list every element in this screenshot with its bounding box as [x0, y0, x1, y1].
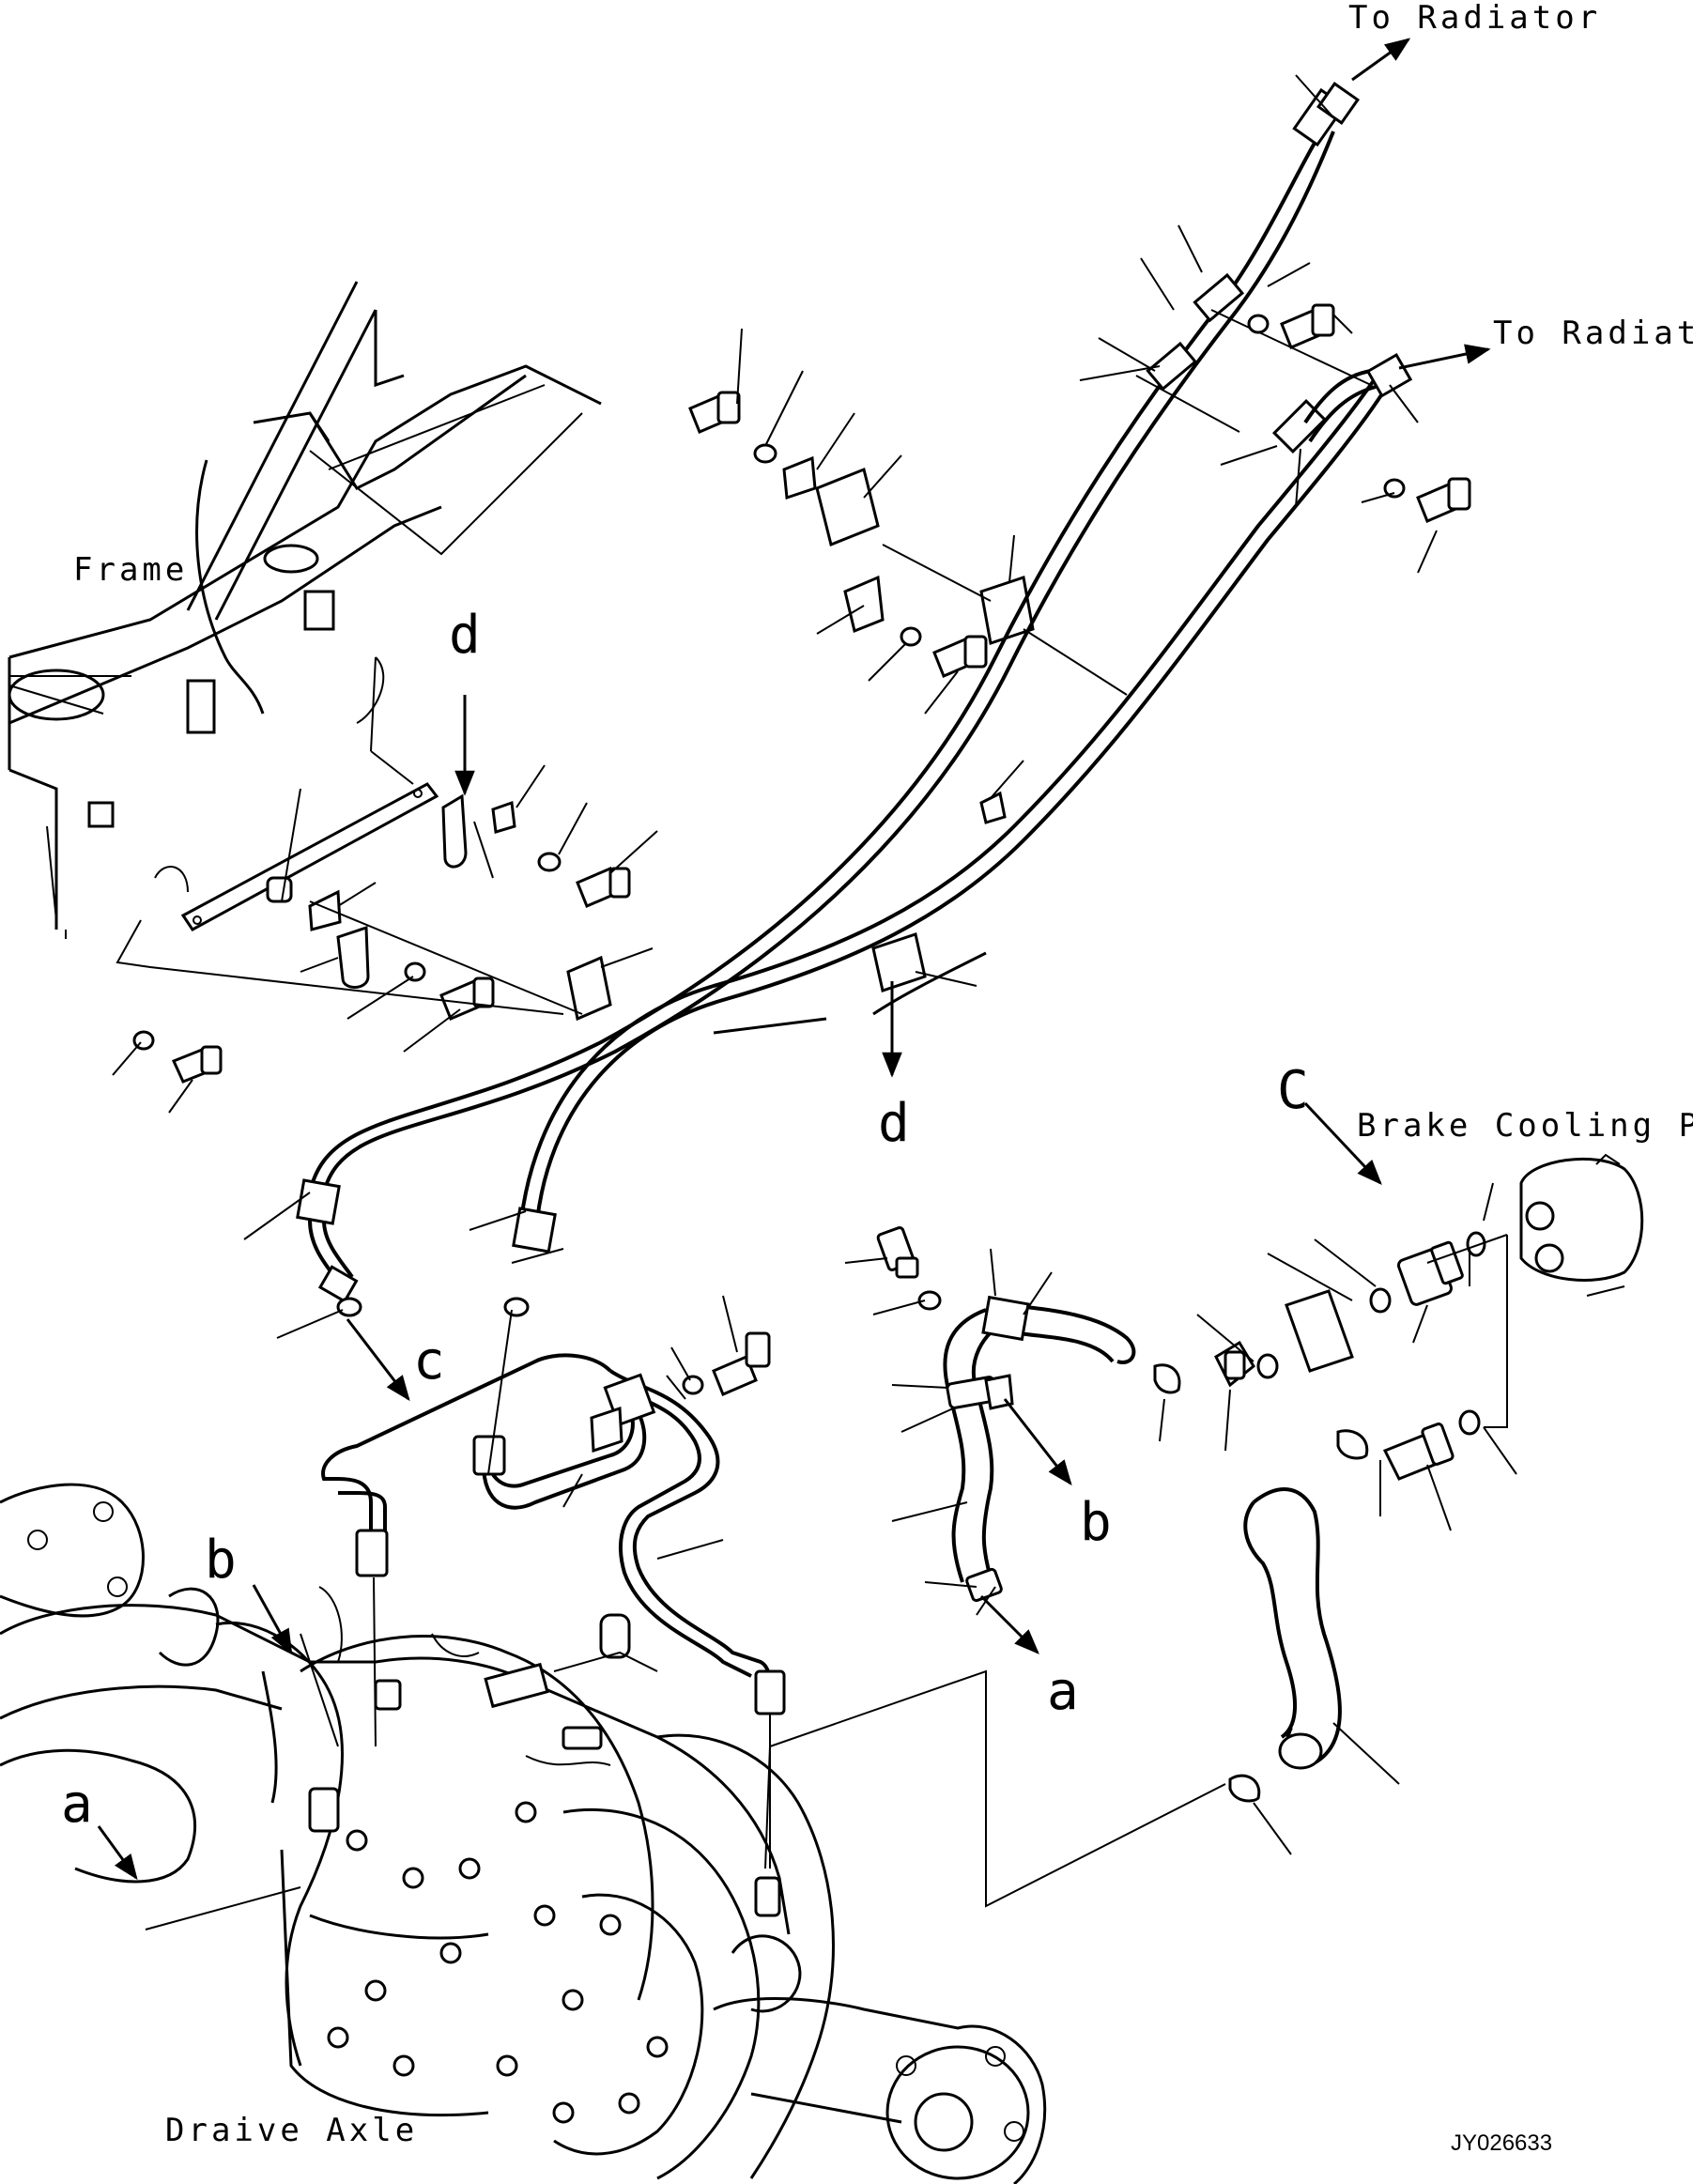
pump-coupling: [1285, 1289, 1354, 1373]
drive-axle-label: Draive Axle: [165, 2112, 418, 2149]
bracket-assembly: [112, 750, 977, 1114]
center-hose-assembly: [844, 1226, 1136, 1616]
radiator-hose-upper: [296, 82, 1360, 1303]
tube-fitting-left: [355, 1529, 389, 1577]
to-radiator-right-label: To Radiator: [1493, 315, 1693, 352]
view-ref-b-right: b: [1080, 1492, 1112, 1553]
view-ref-a-left: a: [61, 1774, 93, 1835]
frame-structure: [8, 281, 602, 939]
to-radiator-top-label: To Radiator: [1348, 0, 1601, 37]
drive-axle: [0, 1483, 1047, 2184]
brake-cooling-pump-group: [764, 1153, 1644, 1908]
frame-label: Frame: [73, 551, 188, 589]
brake-cooling-pump-label: Brake Cooling Pump: [1357, 1107, 1693, 1145]
view-ref-c-lower: c: [413, 1330, 445, 1392]
radiator-washer-lower: [1383, 478, 1406, 499]
radiator-hose-lower: [243, 74, 1419, 1253]
radiator-washer-upper: [1247, 314, 1270, 334]
view-ref-c-upper: C: [1277, 1060, 1309, 1121]
lower-tube-assembly: [276, 1248, 786, 1869]
drawing-id: JY026633: [1451, 2130, 1552, 2156]
top-bracket-group: [688, 328, 1128, 824]
view-ref-a-right: a: [1047, 1661, 1079, 1722]
view-ref-d-upper: d: [449, 605, 481, 666]
o-ring-2: [503, 1297, 530, 1317]
tube-fitting-right: [754, 1669, 786, 1715]
view-ref-b-left: b: [205, 1530, 237, 1591]
view-ref-d-lower: d: [878, 1093, 910, 1154]
o-ring-1: [336, 1297, 362, 1317]
